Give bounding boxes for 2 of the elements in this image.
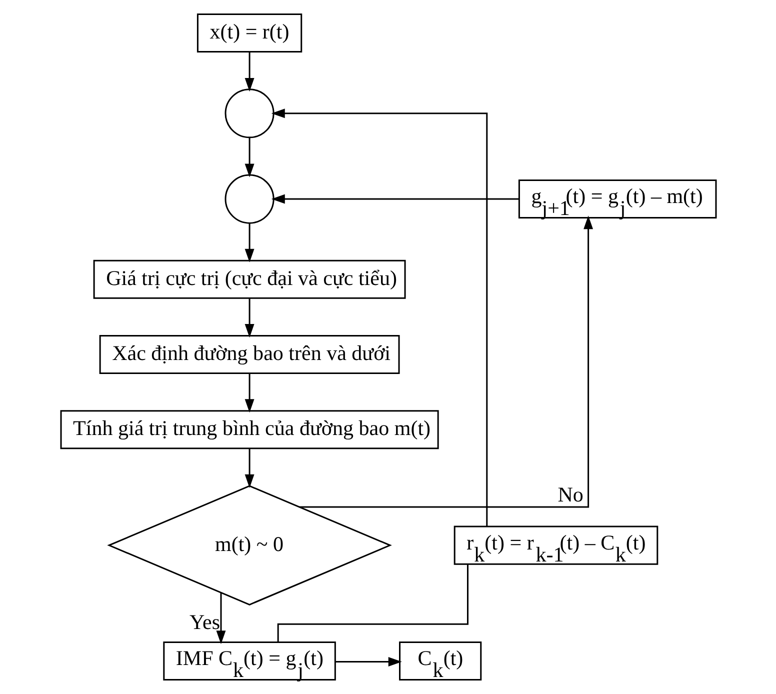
edge-label: Yes bbox=[188, 610, 220, 634]
edge-label: No bbox=[557, 482, 583, 506]
